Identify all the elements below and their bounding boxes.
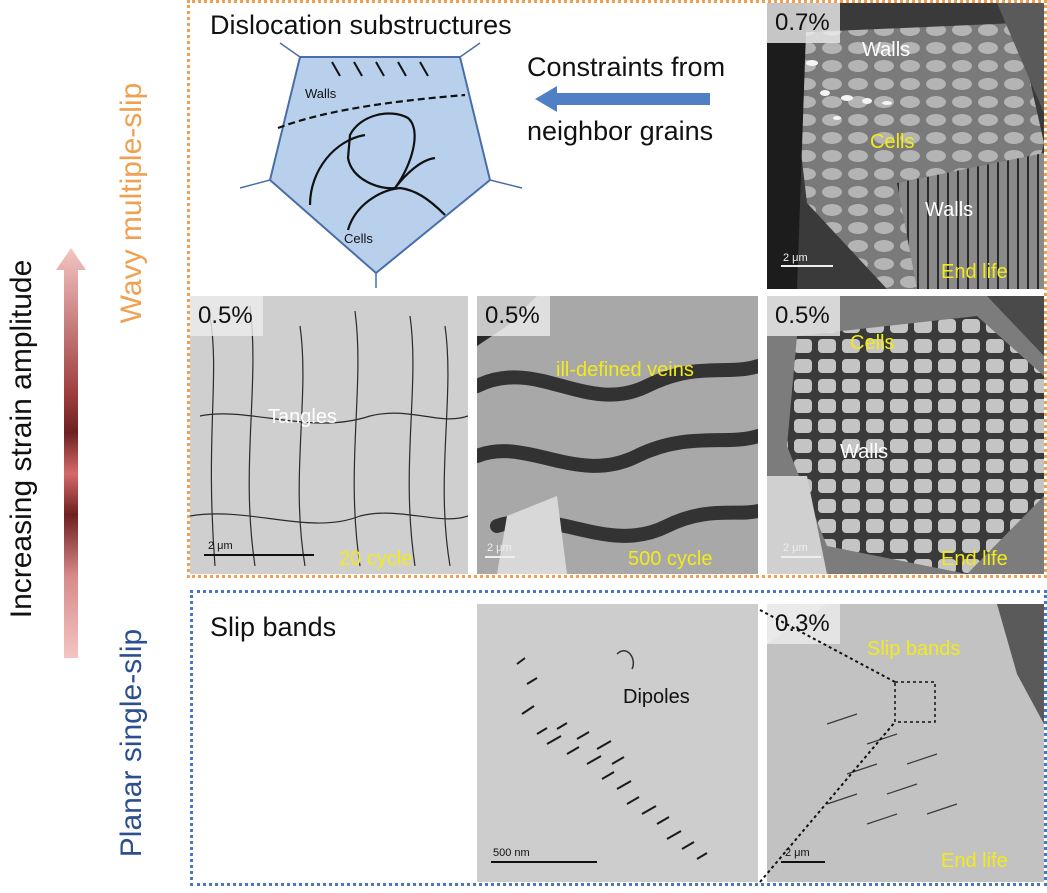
sketch-walls-label: Walls	[305, 86, 337, 101]
scale-bar	[485, 556, 515, 558]
cells-label: Cells	[870, 131, 915, 153]
wavy-frame	[187, 0, 1047, 578]
stage-label: 20 cycle	[339, 548, 413, 570]
walls-label-bottom: Walls	[925, 199, 974, 221]
grain-sketch	[230, 40, 530, 290]
constraints-arrow	[535, 86, 715, 112]
tem-panel-0.5-cells: 0.5% Cells Walls 2 μm End life	[767, 296, 1044, 574]
planar-single-slip-label: Planar single-slip	[115, 628, 148, 858]
scale-bar	[204, 554, 314, 556]
strain-label: 0.5%	[190, 296, 263, 336]
zoom-lines	[750, 600, 950, 886]
scale-bar	[491, 861, 597, 863]
scale-label: 2 μm	[783, 252, 808, 264]
cells-label: Cells	[850, 332, 895, 354]
tem-panel-0.7: 0.7% Walls Cells Walls 2 μm End life	[767, 3, 1044, 289]
scale-label: 2 μm	[783, 542, 808, 554]
strain-label: 0.5%	[767, 296, 840, 336]
scale-label: 2 μm	[487, 542, 512, 554]
tem-panel-0.3: 0.3% Slip bands 2 μm End life	[767, 604, 1044, 882]
dipoles-label: Dipoles	[623, 686, 690, 708]
scale-bar	[781, 265, 833, 267]
stage-label: 500 cycle	[628, 548, 713, 570]
scale-label: 2 μm	[208, 540, 233, 552]
sketch-cells-label: Cells	[344, 231, 373, 246]
walls-label: Walls	[840, 441, 889, 463]
substructure-title: Dislocation substructures	[210, 10, 512, 40]
tem-panel-0.5-tangles: 0.5% Tangles 2 μm 20 cycle	[190, 296, 468, 574]
scale-bar	[781, 861, 825, 863]
increasing-strain-label: Increasing strain amplitude	[5, 259, 38, 619]
scale-bar	[781, 556, 821, 558]
slip-bands-label: Slip bands	[867, 638, 961, 660]
strain-label: 0.5%	[477, 296, 550, 336]
slip-bands-title: Slip bands	[210, 612, 337, 642]
planar-frame	[190, 590, 1047, 886]
tem-panel-dipoles: Dipoles 500 nm	[477, 604, 758, 882]
strain-label: 0.3%	[767, 604, 840, 644]
walls-label-top: Walls	[862, 39, 911, 61]
tangles-label: Tangles	[268, 406, 337, 428]
strain-label: 0.7%	[767, 3, 840, 43]
wavy-multiple-slip-label: Wavy multiple-slip	[115, 82, 148, 324]
stage-label: End life	[941, 850, 1008, 872]
veins-label: ill-defined veins	[556, 359, 694, 381]
tem-panel-0.5-veins: 0.5% ill-defined veins 2 μm 500 cycle	[477, 296, 758, 574]
scale-label: 500 nm	[493, 847, 530, 859]
stage-label: End life	[941, 548, 1008, 570]
constraints-text-1: Constraints from	[527, 52, 726, 82]
strain-arrow	[56, 248, 86, 658]
stage-label: End life	[941, 261, 1008, 283]
scale-label: 2 μm	[785, 847, 810, 859]
constraints-text-2: neighbor grains	[527, 116, 714, 146]
